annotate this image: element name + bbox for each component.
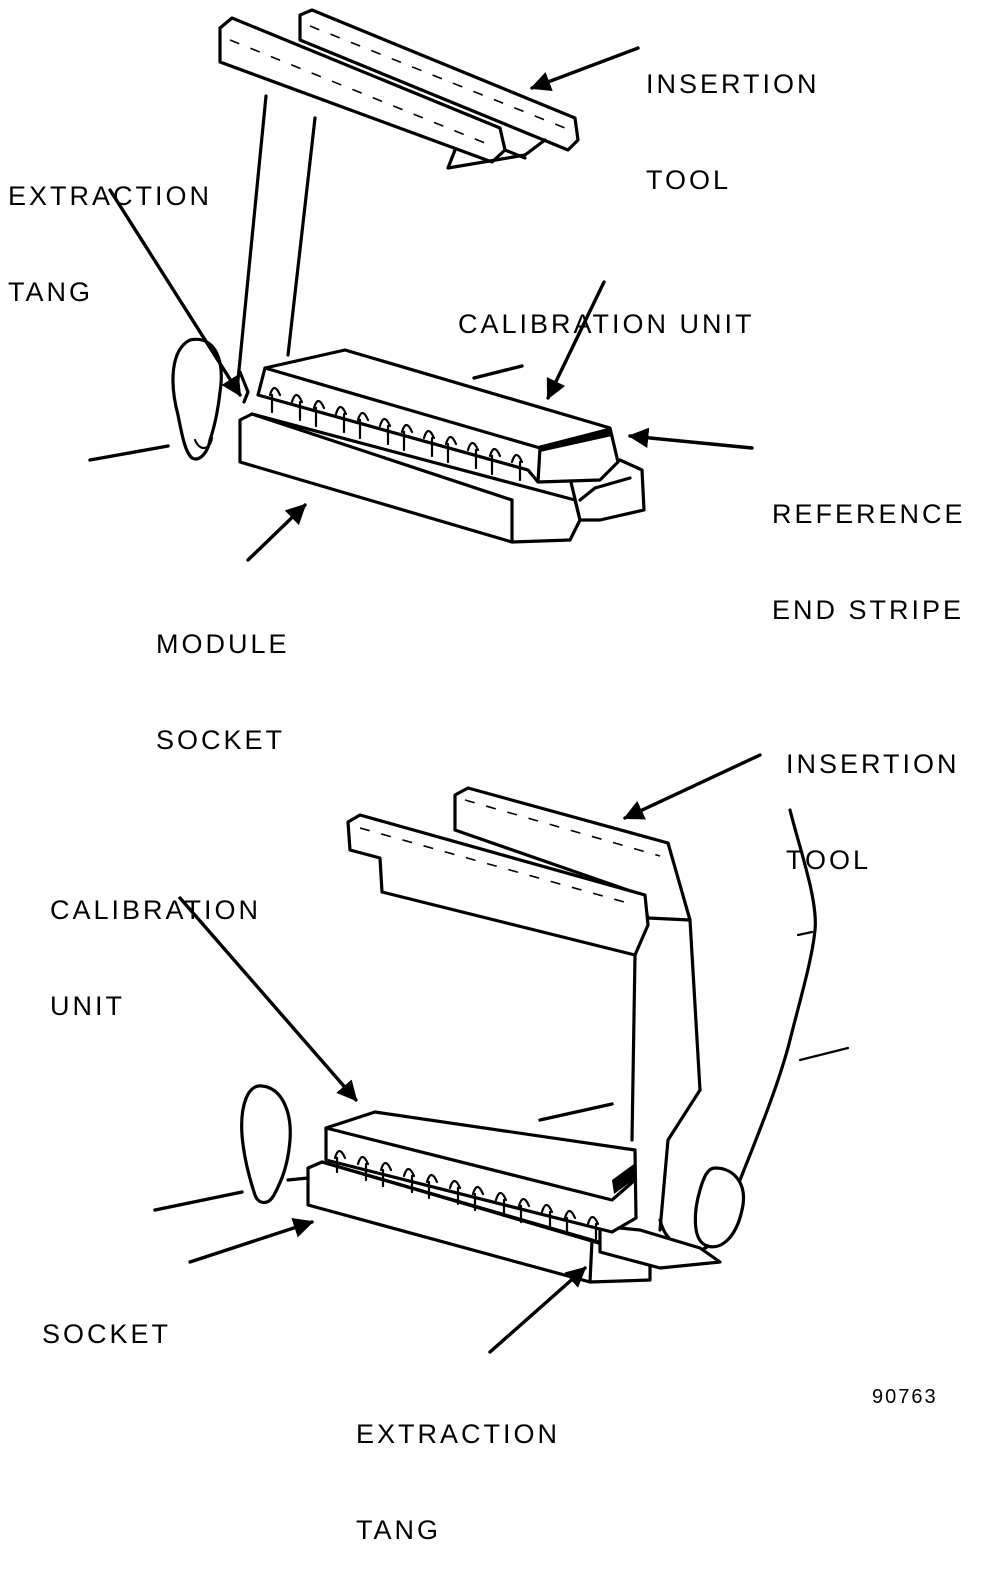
bottom-calibration-unit-label: CALIBRATION UNIT bbox=[50, 830, 261, 1054]
bottom-extraction-tang-label: EXTRACTION TANG bbox=[356, 1354, 560, 1578]
label-line: CALIBRATION bbox=[50, 895, 262, 925]
label-line: TANG bbox=[356, 1515, 441, 1545]
top-module-socket-label: MODULE SOCKET bbox=[156, 564, 290, 788]
top-insertion-tool bbox=[218, 8, 580, 382]
top-insertion-tool-label: INSERTION TOOL bbox=[646, 4, 820, 228]
top-calibration-unit-label: CALIBRATION UNIT bbox=[458, 244, 755, 372]
bottom-socket-label: SOCKET bbox=[42, 1254, 171, 1382]
label-line: MODULE bbox=[156, 629, 290, 659]
label-line: UNIT bbox=[50, 991, 125, 1021]
bottom-insertion-tool-label: INSERTION TOOL bbox=[786, 684, 960, 908]
diagram-canvas: INSERTION TOOL EXTRACTION TANG CALIBRATI… bbox=[8, 4, 966, 1545]
top-leaders bbox=[88, 46, 754, 562]
top-calibration-unit bbox=[256, 348, 620, 484]
bottom-leaders bbox=[153, 753, 762, 1354]
label-line: EXTRACTION bbox=[8, 181, 213, 211]
figure-number: 90763 bbox=[872, 1386, 938, 1408]
label-line: SOCKET bbox=[156, 725, 286, 755]
bottom-insertion-tool bbox=[346, 786, 702, 1232]
label-line: INSERTION bbox=[786, 749, 960, 779]
label-line: TOOL bbox=[646, 165, 732, 195]
label-line: EXTRACTION bbox=[356, 1419, 561, 1449]
label-line: REFERENCE bbox=[772, 499, 966, 529]
label-line: SOCKET bbox=[42, 1319, 172, 1349]
top-reference-end-stripe-label: REFERENCE END STRIPE bbox=[772, 434, 966, 658]
top-extraction-tang-label: EXTRACTION TANG bbox=[8, 116, 212, 340]
label-line: TANG bbox=[8, 277, 93, 307]
top-socket bbox=[238, 412, 646, 544]
top-extraction-tang bbox=[171, 337, 250, 461]
label-line: TOOL bbox=[786, 845, 872, 875]
label-line: INSERTION bbox=[646, 69, 820, 99]
bottom-socket bbox=[306, 1160, 722, 1284]
bottom-extraction-tang bbox=[240, 1084, 310, 1205]
label-line: END STRIPE bbox=[772, 595, 965, 625]
label-line: CALIBRATION UNIT bbox=[458, 309, 755, 339]
bottom-calibration-unit bbox=[324, 1110, 638, 1242]
line-art bbox=[88, 8, 850, 1354]
